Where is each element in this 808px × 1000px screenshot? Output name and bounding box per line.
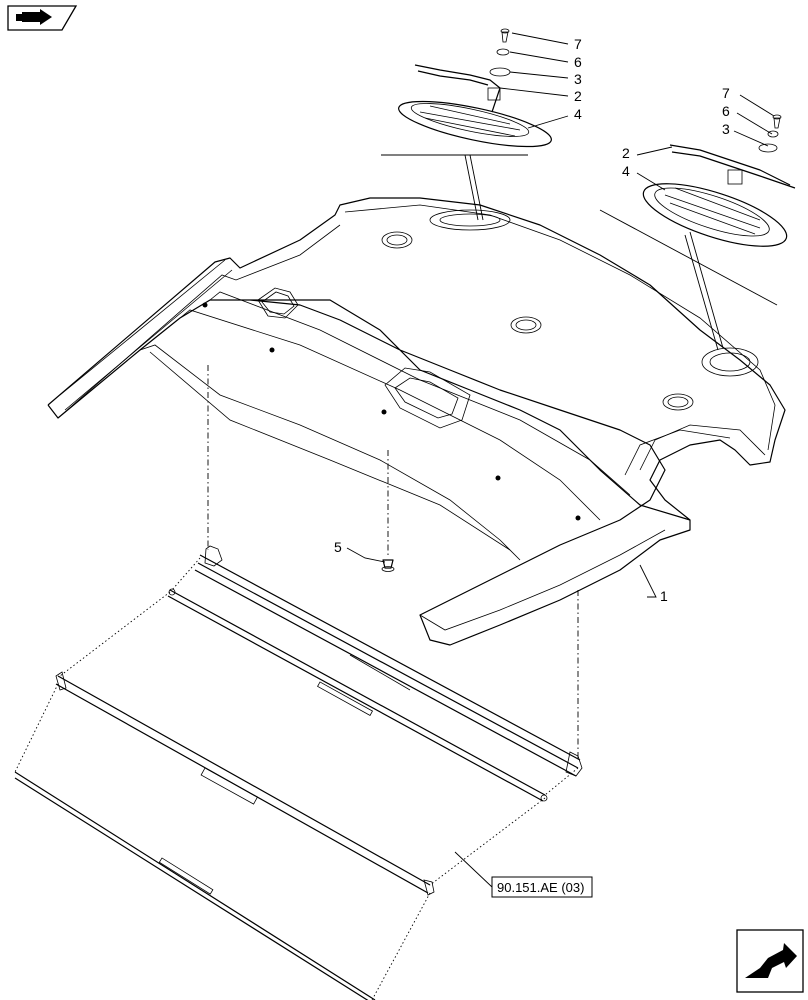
leader-lines [346,32,775,888]
callout-left-7: 7 [574,36,582,52]
center-lines [207,365,579,760]
callout-right-4: 4 [622,163,630,179]
callout-left-3: 3 [574,71,582,87]
callout-right-2: 2 [622,145,630,161]
callout-left-4: 4 [574,106,582,122]
callout-right-6: 6 [722,103,730,119]
callout-labels: 7 6 3 2 4 7 6 3 2 4 1 5 [334,36,730,604]
headliner-panel [47,197,786,646]
right-lamp-assembly [642,114,796,247]
callout-headliner-1: 1 [660,588,668,604]
screw-part [381,559,395,572]
callout-left-2: 2 [574,88,582,104]
section-lines [381,154,778,351]
reference-box-label: 90.151.AE (03) [497,880,584,895]
callout-right-7: 7 [722,85,730,101]
reference-box[interactable]: 90.151.AE (03) [491,876,593,898]
sunshade-assembly [14,545,583,1000]
callout-left-6: 6 [574,54,582,70]
next-page-arrow-icon[interactable] [736,929,804,993]
callout-screw-5: 5 [334,539,342,555]
callout-right-3: 3 [722,121,730,137]
book-arrow-icon[interactable] [7,5,78,31]
left-lamp-assembly [398,28,552,148]
